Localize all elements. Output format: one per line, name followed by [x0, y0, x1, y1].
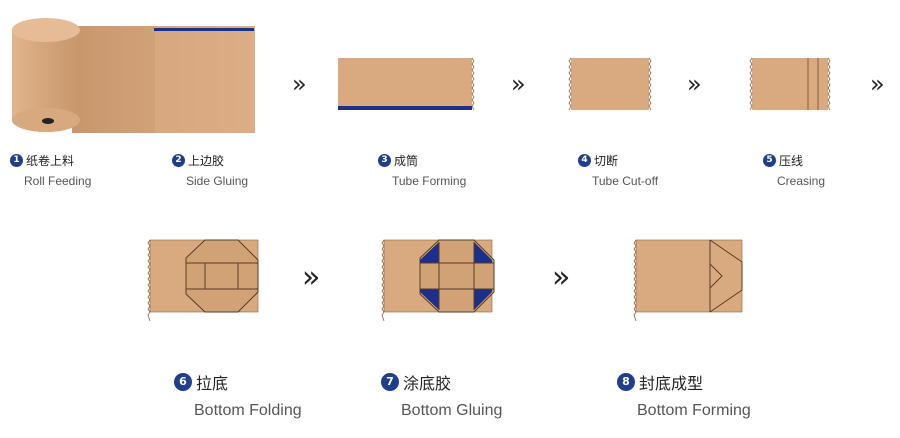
arrow-right-icon: »: [511, 70, 526, 98]
step-number-badge: 5: [763, 154, 776, 167]
step-number-badge: 7: [381, 373, 399, 391]
arrow-right-icon: »: [302, 260, 321, 295]
step-title-zh: 压线: [779, 154, 804, 168]
bottom-gluing-illustration: [381, 239, 495, 322]
step-number-badge: 3: [378, 154, 391, 167]
arrow-right-icon: »: [870, 70, 885, 98]
step-title-en: Bottom Folding: [194, 402, 302, 419]
arrow-right-icon: »: [552, 260, 571, 295]
step-number-badge: 2: [172, 154, 185, 167]
step-title-zh: 拉底: [196, 374, 229, 393]
step-title-en: Creasing: [777, 174, 826, 188]
step-title-zh: 封底成型: [639, 374, 704, 393]
step-title-en: Side Gluing: [186, 174, 249, 188]
step-title-zh: 涂底胶: [403, 374, 452, 393]
tube-illustration: [338, 57, 475, 111]
side-glue-line: [154, 28, 254, 31]
paper-roll-illustration: [12, 18, 255, 133]
step-title-zh: 纸卷上料: [26, 154, 75, 168]
arrow-right-icon: »: [687, 70, 702, 98]
step-title-en: Tube Forming: [392, 174, 467, 188]
step-number-badge: 4: [578, 154, 591, 167]
step-title-zh: 成筒: [394, 154, 419, 168]
cut-tube-illustration: [568, 57, 652, 111]
step-number-badge: 6: [174, 373, 192, 391]
step-number-badge: 1: [10, 154, 23, 167]
step-title-en: Tube Cut-off: [592, 174, 659, 188]
creased-tube-illustration: [749, 57, 831, 111]
step-title-en: Bottom Forming: [637, 402, 751, 419]
step-title-en: Bottom Gluing: [401, 402, 503, 419]
step-title-zh: 切断: [594, 154, 619, 168]
roll-core-hole: [42, 118, 54, 124]
step-number-badge: 8: [617, 373, 635, 391]
step-title-en: Roll Feeding: [24, 174, 92, 188]
step-title-zh: 上边胶: [188, 154, 225, 168]
arrow-right-icon: »: [292, 70, 307, 98]
bottom-forming-illustration: [633, 239, 743, 322]
bottom-folding-illustration: [147, 239, 259, 322]
